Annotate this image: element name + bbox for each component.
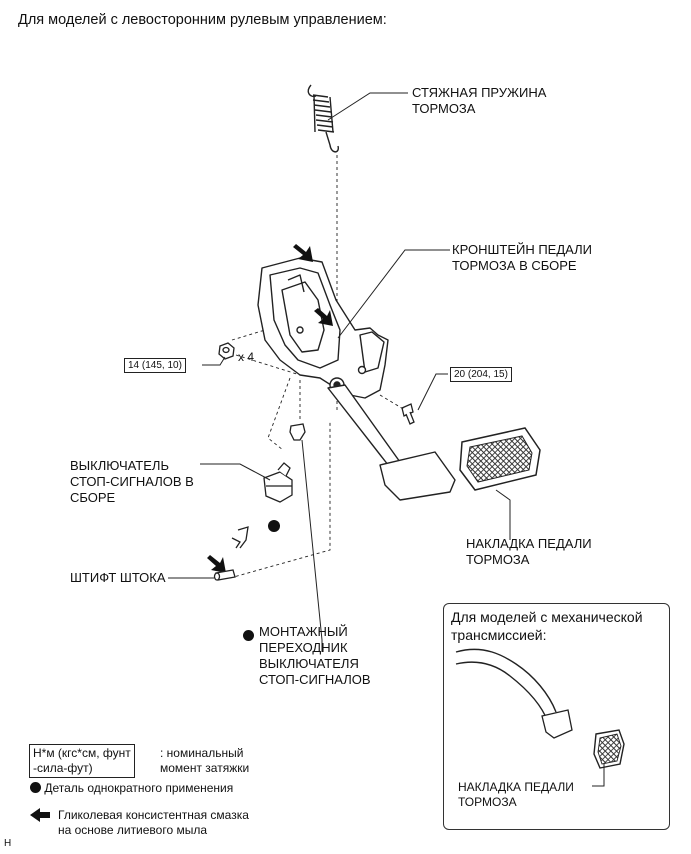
- inset-title-line: Для моделей с механической: [451, 609, 643, 625]
- leader-mounting-adapter: [301, 439, 323, 652]
- label-return-spring: СТЯЖНАЯ ПРУЖИНА ТОРМОЗА: [412, 85, 546, 117]
- leader-bolt: [417, 373, 448, 411]
- legend-grease-line: Гликолевая консистентная смазка: [58, 808, 249, 822]
- legend-unit-line: -сила-фут): [33, 761, 93, 775]
- label-line: ВЫКЛЮЧАТЕЛЯ: [259, 656, 359, 671]
- nut-part: [218, 342, 235, 360]
- label-line: МОНТАЖНЫЙ: [259, 624, 348, 639]
- label-line: ВЫКЛЮЧАТЕЛЬ: [70, 458, 169, 473]
- legend-unit-box: Н*м (кгс*см, фунт -сила-фут): [29, 744, 135, 778]
- page-title: Для моделей с левосторонним рулевым упра…: [18, 12, 387, 28]
- torque-bolt-box: 20 (204, 15): [450, 367, 512, 382]
- label-line: СБОРЕ: [70, 490, 116, 505]
- footer-code: H: [4, 838, 12, 849]
- legend-desc-line: : номинальный: [160, 746, 244, 760]
- non-reusable-mark-adapter: [243, 627, 254, 645]
- grease-arrow-marks: [207, 244, 333, 573]
- dot-icon: [30, 782, 41, 793]
- leader-stop-switch: [200, 463, 271, 481]
- label-line: ТОРМОЗА: [466, 552, 530, 567]
- label-line: НАКЛАДКА ПЕДАЛИ: [458, 780, 574, 794]
- torque-nut-box: 14 (145, 10): [124, 358, 186, 373]
- inset-title: Для моделей с механической трансмиссией:: [451, 608, 643, 644]
- label-pedal-pad: НАКЛАДКА ПЕДАЛИ ТОРМОЗА: [466, 536, 592, 568]
- inset-title-line: трансмиссией:: [451, 627, 547, 643]
- legend-unit-description: : номинальный момент затяжки: [160, 746, 249, 776]
- label-line: КРОНШТЕЙН ПЕДАЛИ: [452, 242, 592, 257]
- leader-nut: [202, 356, 226, 366]
- label-line: ТОРМОЗА: [412, 101, 476, 116]
- label-push-rod-pin: ШТИФТ ШТОКА: [70, 570, 166, 585]
- leader-return-spring: [327, 92, 408, 121]
- dot-icon: [243, 630, 254, 641]
- label-line: ТОРМОЗА: [458, 795, 517, 809]
- legend-unit-line: Н*м (кгс*см, фунт: [33, 746, 131, 760]
- label-stop-switch: ВЫКЛЮЧАТЕЛЬ СТОП-СИГНАЛОВ В СБОРЕ: [70, 458, 194, 506]
- bolt-part: [401, 403, 415, 425]
- non-reusable-mark-clip: [268, 518, 280, 536]
- manual-transmission-inset: Для моделей с механической трансмиссией:…: [443, 603, 670, 830]
- legend-non-reusable: Деталь однократного применения: [30, 781, 233, 796]
- label-line: СТЯЖНАЯ ПРУЖИНА: [412, 85, 547, 100]
- leader-pedal-pad: [495, 489, 511, 540]
- inset-pedal-drawing: [455, 648, 625, 787]
- legend-grease-line: на основе литиевого мыла: [58, 823, 208, 837]
- mounting-adapter-part: [289, 423, 306, 441]
- nut-quantity: x 4: [238, 350, 255, 364]
- label-line: ТОРМОЗА В СБОРЕ: [452, 258, 577, 273]
- label-mounting-adapter: МОНТАЖНЫЙ ПЕРЕХОДНИК ВЫКЛЮЧАТЕЛЯ СТОП-СИ…: [259, 624, 371, 688]
- label-line: ПЕРЕХОДНИК: [259, 640, 348, 655]
- label-line: СТОП-СИГНАЛОВ: [259, 672, 371, 687]
- label-pedal-bracket: КРОНШТЕЙН ПЕДАЛИ ТОРМОЗА В СБОРЕ: [452, 242, 592, 274]
- label-line: СТОП-СИГНАЛОВ В: [70, 474, 194, 489]
- legend-grease: Гликолевая консистентная смазка на основ…: [58, 808, 249, 838]
- leader-pedal-bracket: [337, 249, 450, 339]
- dot-icon: [268, 520, 280, 532]
- push-rod-pin-part: [213, 569, 236, 581]
- legend-desc-line: момент затяжки: [160, 761, 250, 775]
- clip-part: [231, 526, 249, 549]
- mounting-guides: [229, 329, 406, 579]
- inset-pad-label: НАКЛАДКА ПЕДАЛИ ТОРМОЗА: [458, 780, 574, 810]
- pedal-pad-part: [459, 427, 541, 491]
- legend-non-reusable-text: Деталь однократного применения: [44, 781, 234, 795]
- brake-pedal-arm: [327, 384, 456, 501]
- stop-switch-part: [263, 462, 293, 503]
- label-line: НАКЛАДКА ПЕДАЛИ: [466, 536, 592, 551]
- return-spring-part: [307, 84, 339, 153]
- pedal-bracket-part: [257, 257, 389, 399]
